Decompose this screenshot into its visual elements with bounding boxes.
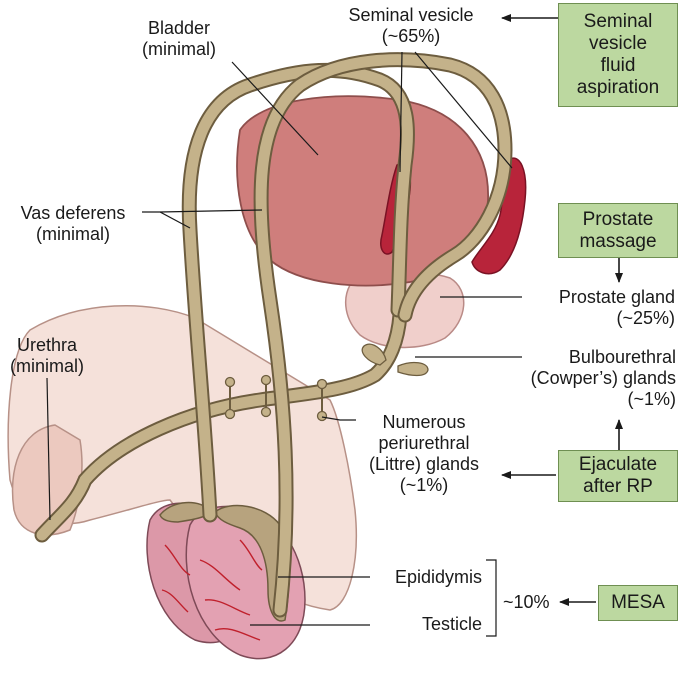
label-urethra: Urethra (minimal) (4, 335, 90, 377)
label-testis-group-pct: ~10% (503, 592, 550, 612)
sv-aspiration-line-3: fluid (600, 55, 636, 76)
epididymis-head-back (159, 501, 214, 523)
seminal-vesicle-right (471, 157, 527, 275)
ejaculate-rp-line-1: Ejaculate (578, 454, 658, 475)
ejaculate-rp-line-2: after RP (583, 476, 653, 497)
bladder-note: (minimal) (142, 39, 216, 59)
box-prostate-massage: Prostate massage (558, 203, 678, 258)
box-mesa: MESA (598, 585, 678, 621)
arrows (501, 14, 623, 606)
periurethral-glands (224, 374, 328, 422)
periurethral-text-1: Numerous (382, 412, 466, 432)
box-ejaculate-after-rp: Ejaculate after RP (558, 450, 678, 502)
urethra-note: (minimal) (10, 356, 84, 376)
prostate-gland-text: Prostate gland (558, 287, 675, 307)
epididymis-shape (214, 504, 290, 622)
sv-aspiration-line-4: aspiration (576, 77, 660, 98)
sv-aspiration-line-1: Seminal (583, 11, 653, 32)
leader-lines (46, 51, 522, 637)
periurethral-text-2: periurethral (378, 433, 470, 453)
bulbourethral-glands (361, 343, 429, 377)
label-periurethral: Numerous periurethral (Littre) glands (~… (354, 412, 494, 496)
bulbourethral-text-1: Bulbourethral (568, 347, 676, 367)
vas-deferens-text: Vas deferens (20, 203, 126, 223)
vas-deferens-note: (minimal) (36, 224, 110, 244)
testicle-veins (161, 539, 263, 641)
periurethral-pct: (~1%) (399, 475, 449, 495)
prostate-gland-pct: (~25%) (616, 308, 675, 328)
label-bladder: Bladder (minimal) (124, 18, 234, 60)
vas-deferens-tubes (181, 52, 513, 618)
sv-aspiration-line-2: vesicle (588, 33, 648, 54)
label-vas-deferens: Vas deferens (minimal) (4, 203, 142, 245)
bulbourethral-pct: (~1%) (627, 389, 676, 409)
label-prostate-gland: Prostate gland (~25%) (520, 287, 675, 329)
urethra-text: Urethra (16, 335, 78, 355)
seminal-vesicle-text: Seminal vesicle (348, 5, 474, 25)
bulbourethral-text-2: (Cowper’s) glands (530, 368, 676, 388)
urethra-tube (34, 307, 408, 543)
label-epididymis: Epididymis (394, 567, 482, 587)
periurethral-text-3: (Littre) glands (368, 454, 480, 474)
bladder-text: Bladder (147, 18, 211, 38)
label-seminal-vesicle: Seminal vesicle (~65%) (326, 5, 496, 47)
prostate-massage-line-2: massage (579, 230, 657, 252)
box-seminal-vesicle-fluid-aspiration: Seminal vesicle fluid aspiration (558, 3, 678, 107)
label-bulbourethral: Bulbourethral (Cowper’s) glands (~1%) (518, 347, 676, 410)
seminal-vesicle-pct: (~65%) (381, 26, 441, 46)
prostate-massage-line-1: Prostate (582, 208, 654, 230)
label-testicle: Testicle (421, 614, 482, 634)
